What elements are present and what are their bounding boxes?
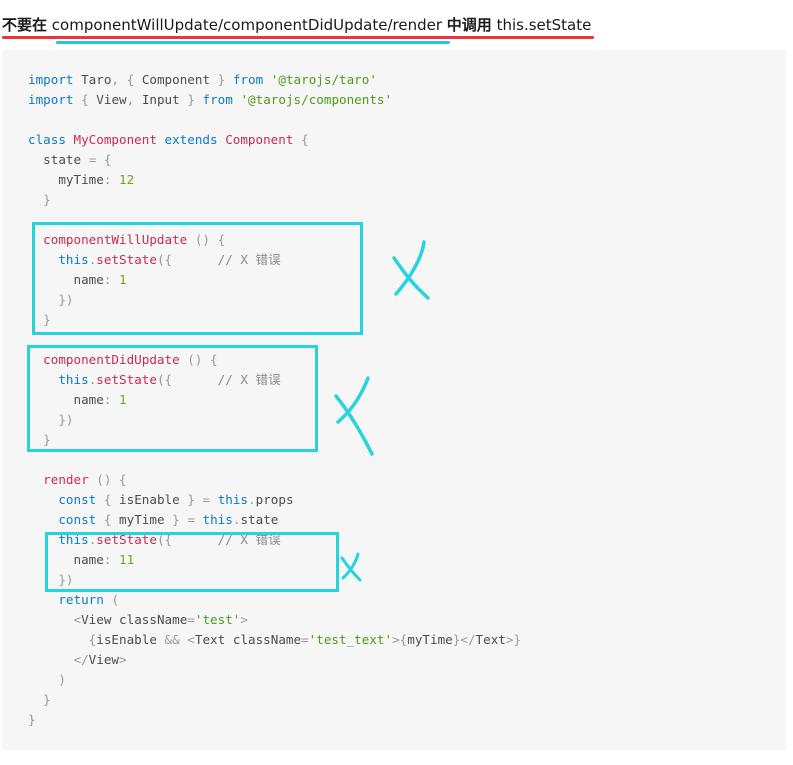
code-line-set-state: this.setState({ // X 错误 <box>58 252 281 267</box>
code-line-state-open: state = { <box>43 152 112 167</box>
code-line-state-close: } <box>43 192 51 207</box>
code-line-set-state-close: }) <box>58 292 74 307</box>
code-line-jsx-inner: {isEnable && <Text className='test_text'… <box>88 632 522 647</box>
code-line-import-taro: import Taro, { Component } from '@tarojs… <box>28 72 377 87</box>
code-line-set-state-close: }) <box>58 412 74 427</box>
heading: 不要在 componentWillUpdate/componentDidUpda… <box>2 13 591 37</box>
code-line-import-components: import { View, Input } from '@tarojs/com… <box>28 92 393 107</box>
x-mark-icon <box>334 376 374 456</box>
code-line-jsx-view-open: <View className='test'> <box>73 612 248 627</box>
highlight-box-render-set-state <box>45 532 339 592</box>
heading-methods: componentWillUpdate/componentDidUpdate/r… <box>51 16 443 34</box>
code-line-did-update-decl: componentDidUpdate () { <box>43 352 218 367</box>
code-line-name-field: name: 1 <box>73 272 127 287</box>
code-line-method-close: } <box>43 312 51 327</box>
code-line-const-props: const { isEnable } = this.props <box>58 492 294 507</box>
heading-call: this.setState <box>496 16 592 34</box>
code-listing: import Taro, { Component } from '@tarojs… <box>28 70 521 730</box>
highlight-box-will-update <box>32 222 363 335</box>
code-line-set-state: this.setState({ // X 错误 <box>58 372 281 387</box>
code-line-name-field: name: 11 <box>73 552 135 567</box>
code-line-set-state: this.setState({ // X 错误 <box>58 532 281 547</box>
x-mark-icon <box>392 240 430 300</box>
code-line-method-close: } <box>43 432 51 447</box>
code-line-jsx-view-close: </View> <box>73 652 127 667</box>
code-line-class-close: } <box>28 712 36 727</box>
code-line-blank <box>28 110 521 130</box>
red-underline <box>2 36 594 39</box>
code-line-class-decl: class MyComponent extends Component { <box>28 132 309 147</box>
heading-middle: 中调用 <box>446 16 492 34</box>
code-line-set-state-close: }) <box>58 572 74 587</box>
code-line-render-decl: render () { <box>43 472 127 487</box>
code-line-name-field: name: 1 <box>73 392 127 407</box>
code-line-state-field: myTime: 12 <box>58 172 135 187</box>
code-block: import Taro, { Component } from '@tarojs… <box>2 50 786 750</box>
code-line-const-state: const { myTime } = this.state <box>58 512 279 527</box>
heading-prefix: 不要在 <box>2 16 48 34</box>
code-line-will-update-decl: componentWillUpdate () { <box>43 232 226 247</box>
code-line-return-close: ) <box>58 672 66 687</box>
cyan-underline <box>56 41 450 44</box>
code-line-method-close: } <box>43 692 51 707</box>
code-line-blank <box>28 450 521 470</box>
x-mark-icon <box>340 552 362 582</box>
highlight-box-did-update <box>27 345 318 452</box>
code-line-return-open: return ( <box>58 592 120 607</box>
